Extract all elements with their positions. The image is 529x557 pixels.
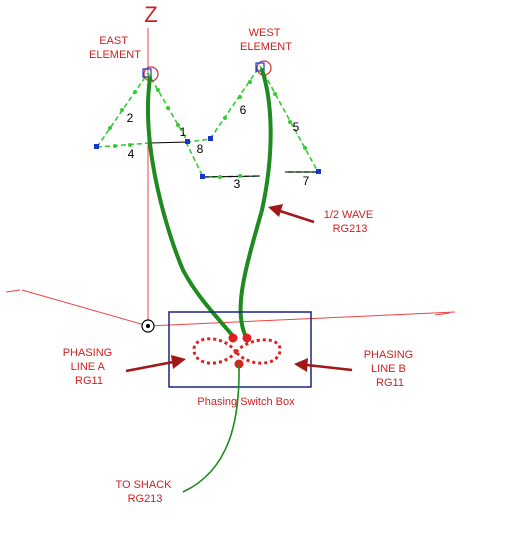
y-axis-line [147,311,456,327]
axes [5,28,456,327]
to-shack-coax [182,363,240,493]
east-coax [145,76,235,338]
x-axis-line [21,289,149,327]
segment-label-3: 3 [234,177,241,191]
phasing-loops [192,337,282,365]
west-coax [238,68,273,339]
wire-dots [108,80,307,179]
segment-label-4: 4 [128,147,135,161]
segment-label-6: 6 [240,103,247,117]
wire-nodes [94,136,321,179]
phasing-connection-points [228,333,252,369]
z-axis-label: Z [144,2,157,27]
x-axis-tick [5,289,21,293]
half-wave-label: 1/2 WAVE RG213 [324,209,377,235]
black-reference-lines [149,141,318,178]
switch-box-label: Phasing Switch Box [197,396,295,408]
pointer-arrows [125,204,353,373]
phasing-line-a-label: PHASING LINE A RG11 [63,347,116,387]
west-element-label: WEST ELEMENT [240,27,292,53]
segment-label-8: 8 [197,142,204,156]
segment-label-1: 1 [180,125,187,139]
y-axis-tick [434,312,451,316]
east-element-label: EAST ELEMENT [89,35,141,61]
segment-label-2: 2 [127,111,134,125]
segment-label-7: 7 [303,174,310,188]
origin-marker [141,319,155,333]
phasing-line-b-label: PHASING LINE B RG11 [364,349,417,389]
phasing-switch-box [168,311,312,388]
to-shack-label: TO SHACK RG213 [115,479,174,505]
segment-label-5: 5 [293,120,300,134]
half-wave-coax-lines [145,68,273,339]
